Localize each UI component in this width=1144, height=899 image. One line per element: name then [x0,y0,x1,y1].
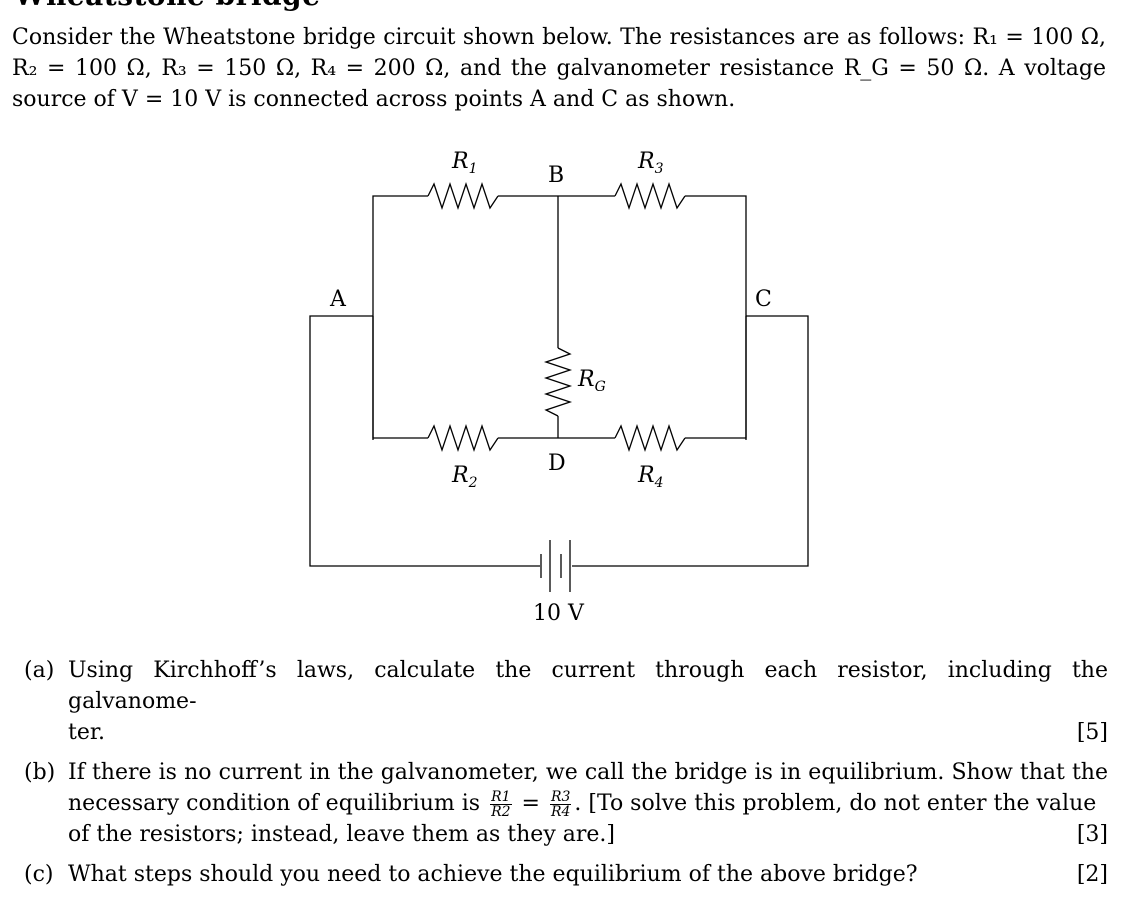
resistor-rg [543,347,573,417]
question-c-label: (c) [24,862,54,887]
fraction-r3-r4: R3 R4 [549,788,572,820]
label-r1: R1 [451,149,478,177]
question-c-text-1: What steps should you need to achieve th… [68,862,918,887]
question-b-text-1: If there is no current in the galvanomet… [68,760,1108,785]
question-c: (c) What steps should you need to achiev… [24,859,1108,890]
node-label-a: A [329,287,347,312]
fraction-r1-r2-numerator: R1 [490,788,512,805]
question-a-text-2: ter. [68,720,105,745]
question-b-text-2-pre: necessary condition of equilibrium is [68,791,481,816]
fraction-r1-r2-denominator: R2 [491,803,511,820]
fraction-r3-r4-numerator: R3 [549,788,572,805]
label-r4: R4 [637,463,664,491]
question-b: (b) If there is no current in the galvan… [24,757,1108,850]
question-c-marks: [2] [1076,862,1108,887]
label-rg: RG [577,367,606,395]
wheatstone-bridge-diagram: A B C D R1 R3 R2 R4 RG 10 V [0,140,1144,640]
question-a: (a) Using Kirchhoff’s laws, calculate th… [24,655,1108,748]
wire-bottom-left [372,316,428,439]
intro-line-3: source of V = 10 V is connected across p… [12,87,736,112]
question-a-marks: [5] [1076,720,1108,745]
question-b-text-3: of the resistors; instead, leave them as… [68,822,615,847]
node-label-d: D [548,451,566,476]
resistor-r4 [614,423,686,453]
question-b-text-2-post: . [To solve this problem, do not enter t… [574,791,1097,816]
equals-sign: = [521,791,540,816]
question-b-label: (b) [24,760,56,785]
wire-top-right [685,195,747,440]
question-a-label: (a) [24,658,55,683]
label-r3: R3 [637,149,664,177]
node-label-b: B [548,163,564,188]
intro-line-2: R₂ = 100 Ω, R₃ = 150 Ω, R₄ = 200 Ω, and … [12,56,1106,81]
wire-bottom-right [685,316,747,439]
resistor-r1 [427,181,499,211]
resistor-r2 [427,423,499,453]
wire-source-right [572,315,809,567]
page-title: Wheatstone bridge [0,0,1144,10]
label-r2: R2 [451,463,478,491]
wire-top-left [372,195,428,440]
question-b-marks: [3] [1076,822,1108,847]
resistor-r3 [614,181,686,211]
fraction-r1-r2: R1 R2 [490,788,512,820]
circuit-svg: A B C D R1 R3 R2 R4 RG 10 V [309,149,809,626]
fraction-r3-r4-denominator: R4 [550,803,571,820]
node-label-c: C [755,287,772,312]
problem-statement: Consider the Wheatstone bridge circuit s… [12,22,1106,115]
source-label: 10 V [533,601,585,626]
question-parts: (a) Using Kirchhoff’s laws, calculate th… [24,655,1108,899]
intro-line-1: Consider the Wheatstone bridge circuit s… [12,25,1106,50]
question-a-text-1: Using Kirchhoff’s laws, calculate the cu… [68,658,1108,714]
wire-source-left [309,315,540,567]
